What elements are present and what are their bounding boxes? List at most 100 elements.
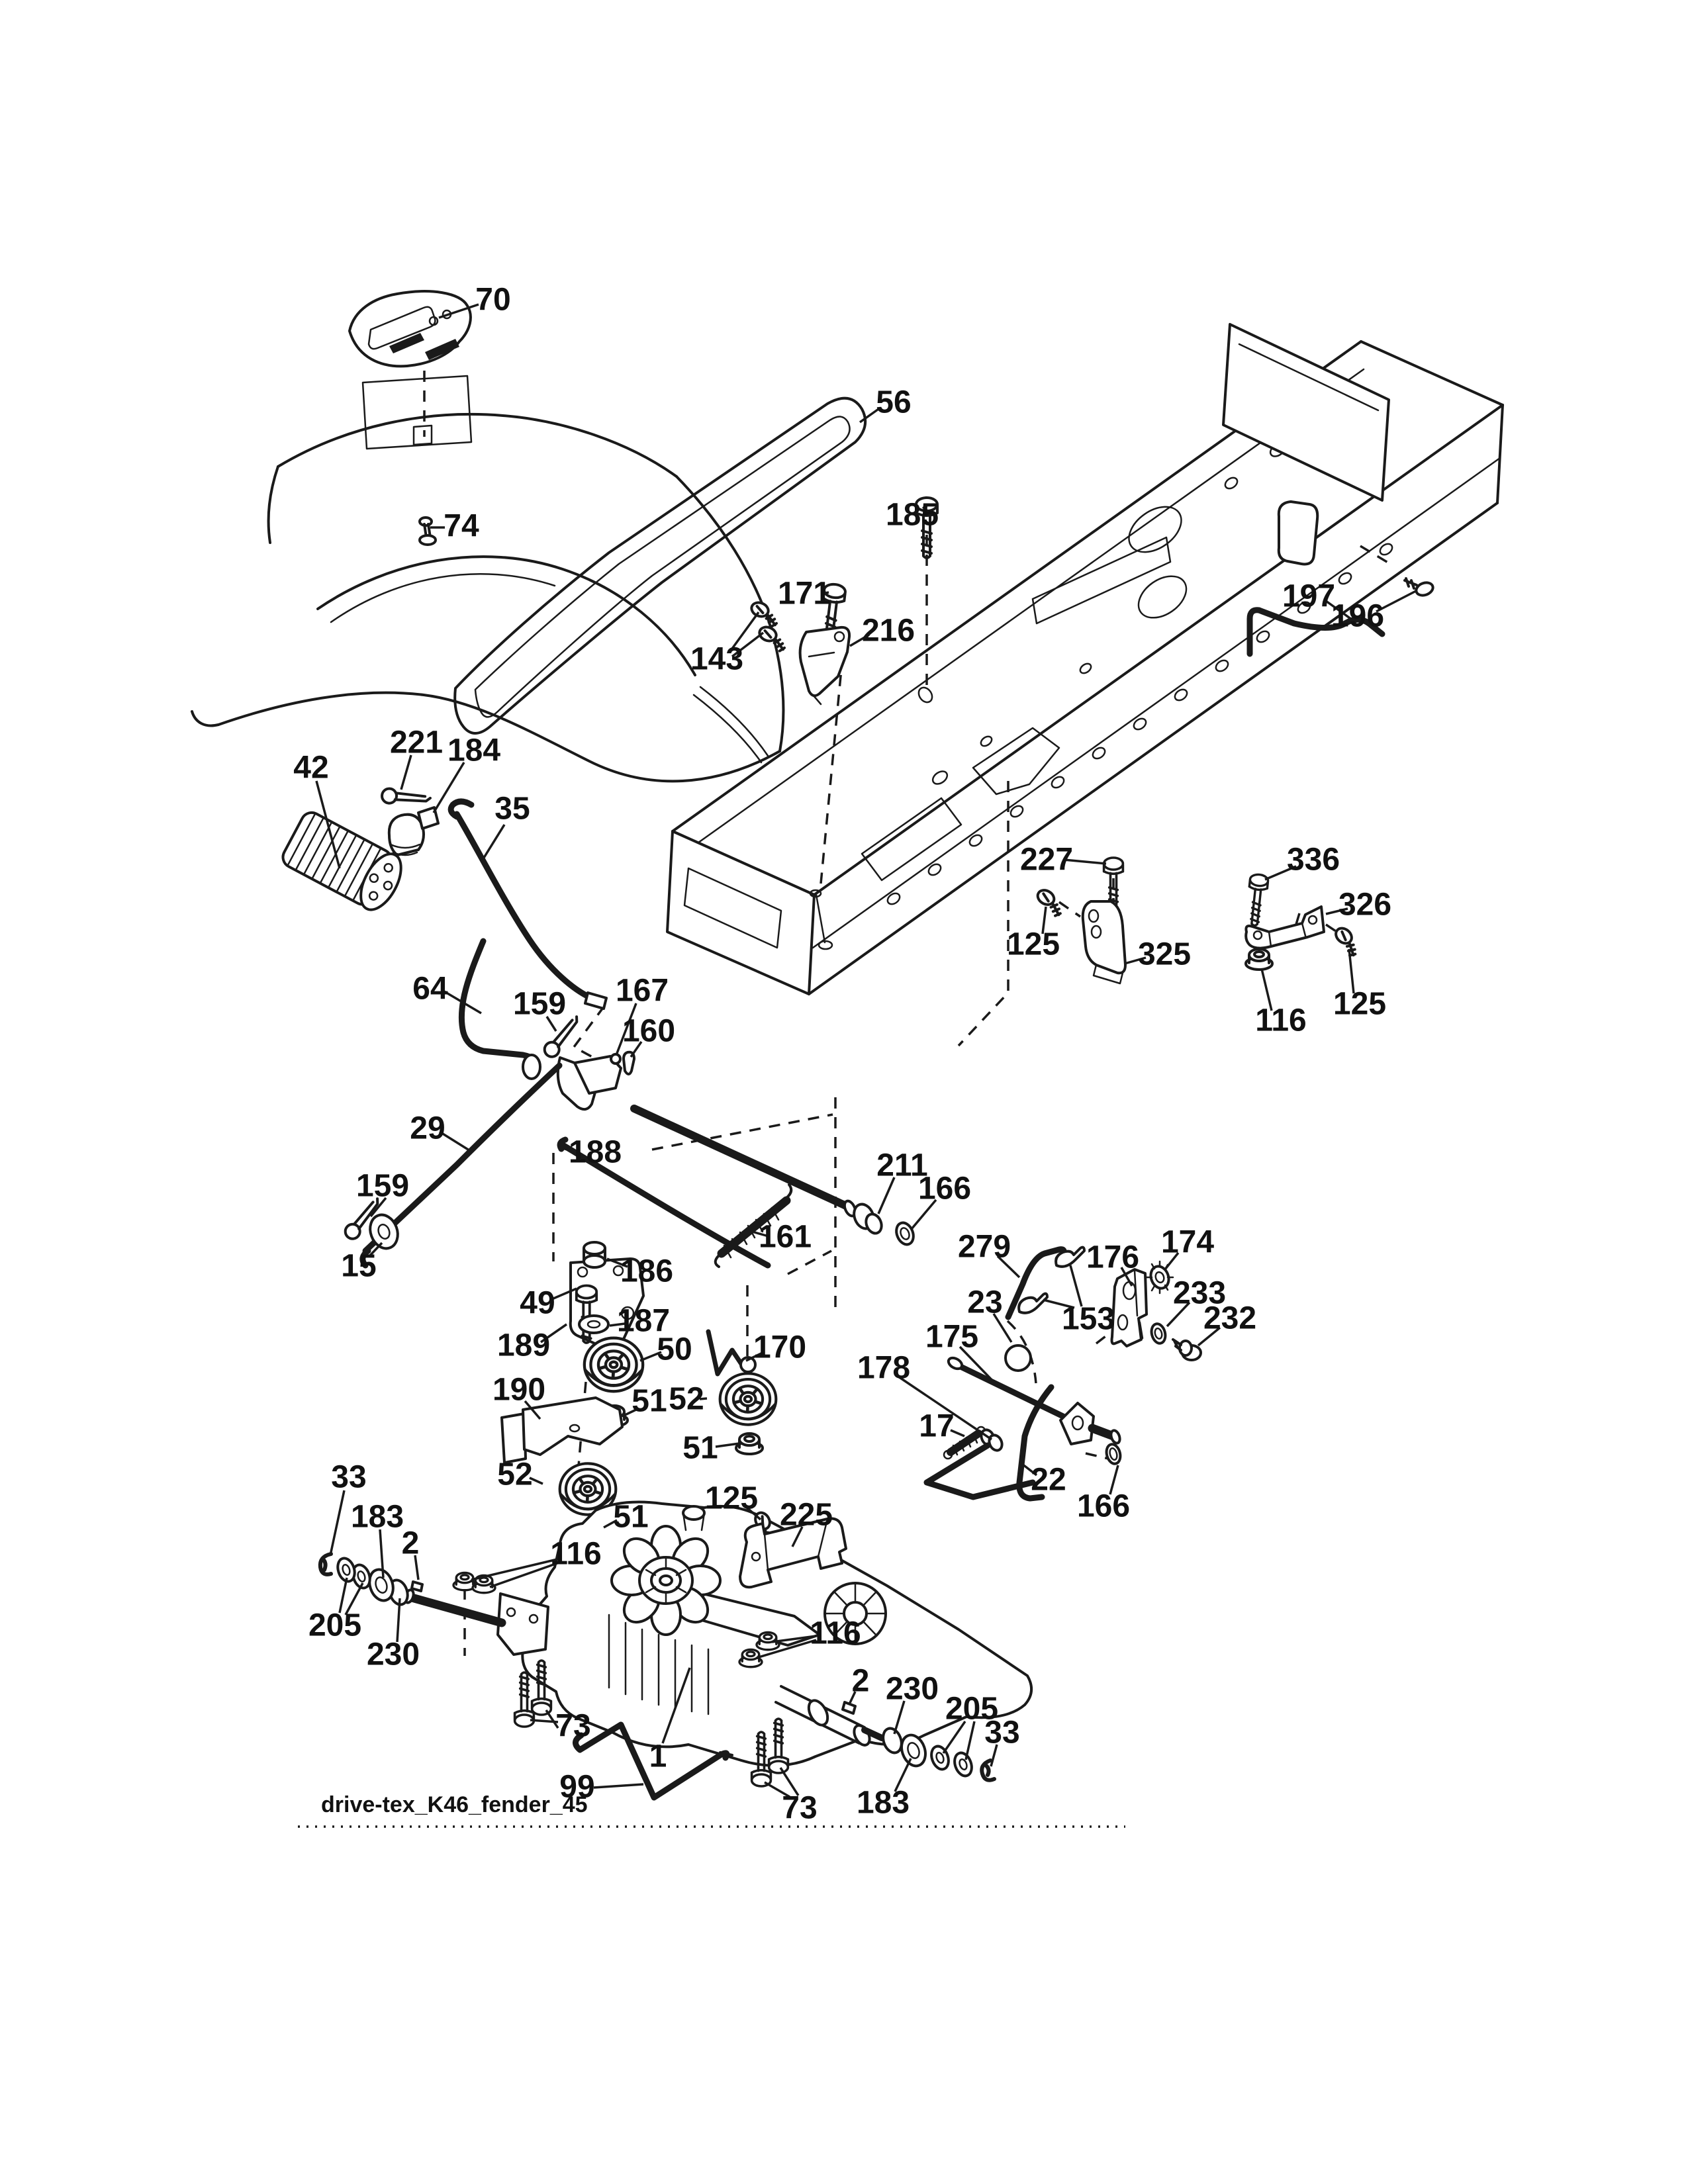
leader-line-73-1 [545,1709,559,1729]
leader-line-188 [559,1146,577,1154]
part-325-bracket [1081,900,1127,985]
part-176-bracket [1110,1268,1148,1347]
leader-line-116-2 [471,1558,558,1581]
part-326-bracket [1244,905,1325,950]
leader-line-325 [1124,956,1147,965]
leader-line-153 [1043,1298,1075,1309]
leader-line-50 [639,1351,662,1362]
leader-line-35 [483,824,506,858]
callout-183-2: 183 [857,1786,910,1821]
callout-205-1: 205 [308,1608,361,1643]
part-35-shift-rod [447,798,608,1010]
leader-line-51-3 [603,1519,618,1529]
leader-line-185 [921,506,931,514]
leader-line-227 [1063,858,1107,865]
leader-line-116-1 [1260,968,1273,1011]
part-184-knob [387,806,440,856]
leader-line-175 [959,1345,998,1386]
part-33-clip-left [318,1552,333,1576]
transaxle-fan [610,1525,722,1636]
leader-line-143 [731,631,765,658]
callout-116-2: 116 [550,1537,601,1572]
leader-line-166-1 [910,1199,937,1230]
part-225-guard-bracket [739,1517,847,1589]
leader-line-189 [540,1323,567,1343]
leader-line-125-1 [1041,906,1047,934]
callout-1: 1 [649,1739,667,1774]
part-166-washer-upper [895,1221,915,1246]
leader-line-326 [1325,907,1348,915]
callout-189: 189 [497,1328,550,1363]
callout-170: 170 [753,1330,806,1365]
leader-line-159-1 [545,1016,557,1032]
leader-line-186 [606,1257,628,1268]
leader-line-174 [1164,1251,1180,1271]
callout-51-2: 51 [682,1431,718,1466]
leader-line-70 [438,303,479,319]
part-230-washer-right [882,1727,903,1754]
part-232-bolt [1172,1338,1202,1361]
leader-line-143 [731,611,760,650]
callout-33-2: 33 [984,1715,1019,1751]
callout-51-3: 51 [613,1500,648,1535]
part-23-knob-ball [1004,1344,1032,1372]
part-197-hitch-bar [1246,500,1385,657]
callout-325: 325 [1138,937,1191,972]
part-74-fender-screw [418,516,437,546]
cross-shaft [630,1105,857,1218]
part-175-rod [947,1356,1069,1421]
leader-line-160 [630,1041,643,1058]
callout-153: 153 [1062,1302,1115,1337]
callout-186: 186 [620,1254,673,1289]
leader-line-73-2 [764,1781,790,1798]
callout-159-2: 159 [356,1169,409,1204]
leader-line-99 [593,1783,644,1789]
leader-line-205-2 [942,1721,966,1754]
part-196-bolt [1403,577,1434,597]
callout-52-1: 52 [669,1382,704,1417]
callout-166-1: 166 [918,1171,971,1206]
callout-161: 161 [759,1220,812,1255]
callout-74: 74 [444,509,479,544]
leader-line-125-3 [745,1506,762,1521]
leader-line-205-2 [964,1721,976,1760]
leader-line-159-2 [369,1197,387,1218]
part-29-rod [359,1062,563,1269]
callout-159-1: 159 [513,987,566,1022]
part-167-pivot-pin [610,1053,622,1065]
leader-line-42 [315,780,341,869]
callout-171: 171 [778,576,831,612]
part-33-clip-right [980,1758,996,1782]
callout-185: 185 [886,498,939,533]
callout-230-2: 230 [886,1672,939,1707]
leader-line-184 [432,762,465,813]
leader-line-23 [992,1313,1013,1343]
alignment-dashed-lines [423,351,1394,1718]
callout-52-2: 52 [497,1457,532,1492]
leader-line-190 [524,1400,541,1420]
part-22-rod [1016,1384,1121,1502]
leader-line-167 [615,1003,637,1056]
part-116-nut-right [1244,948,1274,971]
leader-line-232 [1197,1326,1221,1347]
leader-line-170 [745,1351,765,1362]
part-211-bushing [853,1203,883,1235]
callout-176: 176 [1086,1240,1139,1275]
right-axle-hardware [841,1701,996,1782]
part-15-washer [369,1213,399,1250]
callout-279: 279 [958,1230,1011,1265]
leader-line-211 [877,1177,896,1214]
part-205-washers-right [930,1745,973,1778]
callout-33-1: 33 [331,1460,366,1495]
callout-73-1: 73 [555,1709,590,1744]
part-183-bearing-right [900,1733,927,1768]
callout-178: 178 [857,1351,910,1386]
callout-50: 50 [657,1332,692,1367]
callout-196: 196 [1331,599,1384,634]
part-233-washer [1150,1322,1167,1345]
leader-line-64 [444,990,482,1015]
callout-29: 29 [410,1111,445,1146]
callout-233: 233 [1173,1276,1226,1311]
